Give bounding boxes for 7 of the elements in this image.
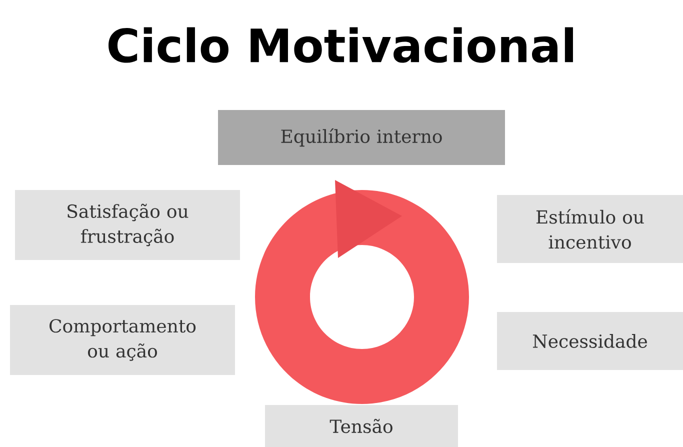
title: Ciclo Motivacional <box>108 27 573 63</box>
text-box: Tensão <box>265 404 458 447</box>
text-box: Satisfação ou frustração <box>15 190 240 260</box>
text-box: Estímulo ou incentivo <box>497 195 683 263</box>
text-box: Equilíbrio interno <box>218 110 505 165</box>
text-box: Comportamento ou ação <box>10 305 235 375</box>
text-box: Necessidade <box>497 312 683 370</box>
